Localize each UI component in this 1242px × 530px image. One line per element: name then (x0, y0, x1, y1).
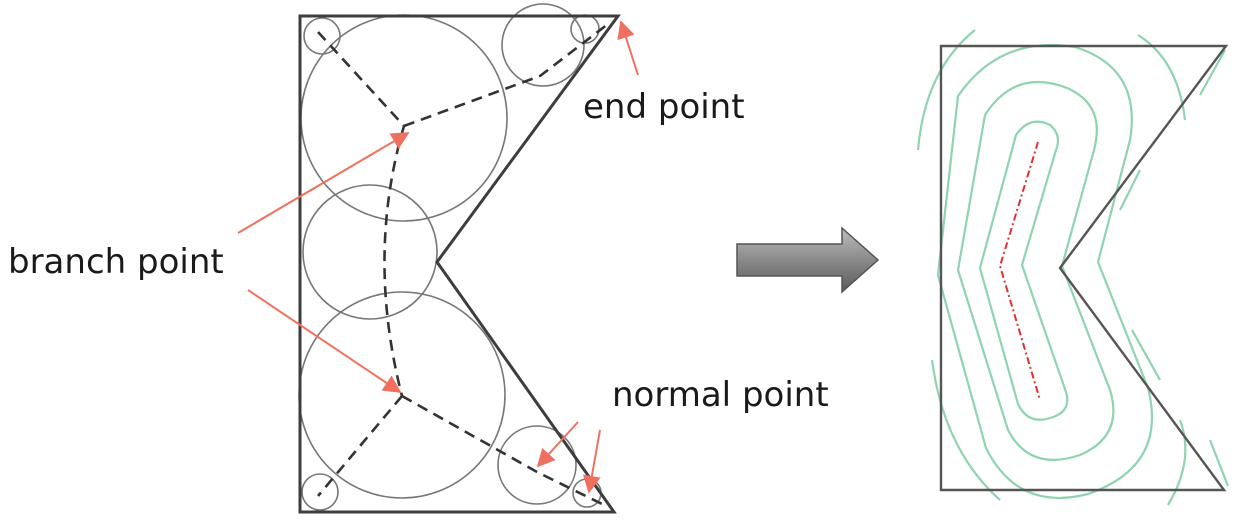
offset-contour-partial-arc (1119, 169, 1141, 211)
offset-contour-partial-arc (930, 359, 1001, 501)
shape-outline-right (939, 44, 1229, 492)
shape-outline (298, 14, 621, 514)
left-shape-panel: end point branch point normal point (8, 3, 829, 514)
inscribed-circle (501, 3, 585, 87)
offset-contour-partial-arc (1208, 439, 1230, 487)
branch-point-label: branch point (8, 242, 224, 282)
skeleton-branch (401, 394, 603, 506)
normal-point-arrow-left (536, 421, 579, 468)
inscribed-circle (497, 425, 577, 505)
offset-contour-outer (936, 43, 1154, 499)
offset-contour-partial-arc (1131, 329, 1161, 381)
right-arrow-icon (736, 226, 880, 294)
branch-point-arrow-lower (247, 289, 402, 394)
offset-contour-partial-arc (1167, 419, 1187, 506)
skeleton-branch (317, 31, 405, 127)
inscribed-circles (298, 3, 602, 511)
end-point-label: end point (583, 87, 745, 127)
offset-contour-middle (956, 80, 1115, 461)
offset-contours (916, 29, 1230, 506)
skeleton-branch (317, 395, 403, 497)
end-point-arrow (617, 20, 639, 76)
offset-contour-inner (978, 120, 1069, 421)
inscribed-circle (302, 184, 438, 320)
annotation-arrows (237, 20, 639, 494)
inscribed-circle (570, 14, 600, 44)
medial-axis-skeleton (317, 22, 609, 506)
right-toolpath-panel (916, 29, 1230, 506)
offset-contour-partial-arc (916, 29, 976, 151)
inscribed-circle (301, 473, 339, 511)
normal-point-label: normal point (612, 375, 829, 415)
offset-contour-partial-arc (1199, 49, 1226, 96)
normal-point-arrow-right (582, 429, 601, 494)
skeleton-branch (403, 22, 609, 128)
branch-point-arrow-upper (237, 132, 410, 234)
inscribed-circle (303, 17, 341, 55)
offset-contour-partial-arc (1137, 34, 1187, 121)
skeleton-branch (383, 125, 406, 397)
